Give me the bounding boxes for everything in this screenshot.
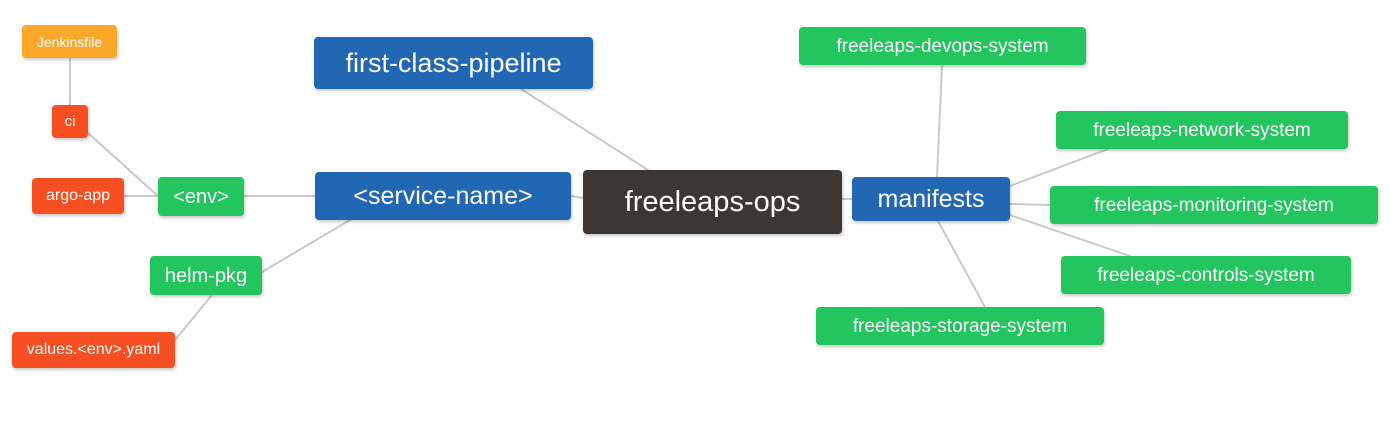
mindmap-node-jenkinsfile[interactable]: Jenkinsfile: [22, 25, 117, 58]
mindmap-node-manifests[interactable]: manifests: [852, 177, 1010, 221]
mindmap-node-network-system[interactable]: freeleaps-network-system: [1056, 111, 1348, 149]
mindmap-node-ci[interactable]: ci: [52, 105, 88, 138]
mindmap-node-argo-app[interactable]: argo-app: [32, 178, 124, 214]
edge-manifests-to-storage-system: [937, 220, 986, 308]
edge-helm-pkg-to-service-name: [261, 219, 351, 273]
edge-values-yaml-to-helm-pkg: [174, 294, 213, 341]
mindmap-node-service-name[interactable]: <service-name>: [315, 172, 571, 220]
mindmap-node-env[interactable]: <env>: [158, 177, 244, 216]
mindmap-node-first-class[interactable]: first-class-pipeline: [314, 37, 593, 89]
mindmap-node-helm-pkg[interactable]: helm-pkg: [150, 256, 262, 295]
edge-first-class-to-freeleaps-ops: [520, 88, 649, 171]
mindmap-node-values-yaml[interactable]: values.<env>.yaml: [12, 332, 175, 368]
edge-manifests-to-devops-system: [936, 64, 943, 178]
edge-manifests-to-network-system: [1009, 148, 1109, 187]
mindmap-node-devops-system[interactable]: freeleaps-devops-system: [799, 27, 1086, 65]
mindmap-node-monitoring-system[interactable]: freeleaps-monitoring-system: [1050, 186, 1378, 224]
mindmap-node-freeleaps-ops[interactable]: freeleaps-ops: [583, 170, 842, 234]
mindmap-node-storage-system[interactable]: freeleaps-storage-system: [816, 307, 1104, 345]
mindmap-node-controls-system[interactable]: freeleaps-controls-system: [1061, 256, 1351, 294]
edge-service-name-to-freeleaps-ops: [570, 195, 584, 199]
edge-manifests-to-monitoring-system: [1009, 203, 1051, 206]
